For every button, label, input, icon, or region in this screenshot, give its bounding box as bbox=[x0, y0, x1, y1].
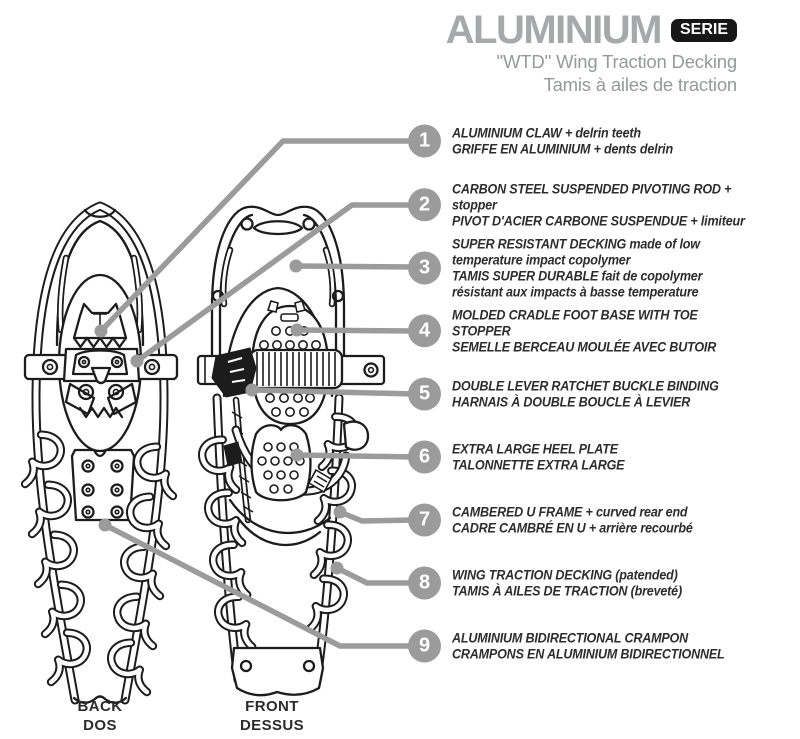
back-view-label: BACK DOS bbox=[77, 698, 123, 734]
callout-8-number: 8 bbox=[408, 566, 441, 600]
callout-3-text-en: SUPER RESISTANT DECKING made of low temp… bbox=[452, 236, 700, 268]
subtitle-english: ''WTD'' Wing Traction Decking bbox=[496, 51, 737, 72]
callout-2-number: 2 bbox=[408, 188, 441, 222]
callout-2-text-fr: PIVOT D'ACIER CARBONE SUSPENDUE + limite… bbox=[452, 213, 745, 229]
callout-7-text-en: CAMBERED U FRAME + curved rear end bbox=[452, 504, 688, 519]
callout-5-text-en: DOUBLE LEVER RATCHET BUCKLE BINDING bbox=[452, 378, 719, 393]
callout-leader-lines bbox=[98, 138, 417, 649]
subtitle-french: Tamis à ailes de traction bbox=[543, 74, 738, 95]
title-row: ALUMINIUM SERIE bbox=[446, 10, 737, 50]
callout-2-text-en: CARBON STEEL SUSPENDED PIVOTING ROD + st… bbox=[452, 181, 732, 212]
callout-3-number: 3 bbox=[408, 251, 441, 285]
callout-4-text-fr: SEMELLE BERCEAU MOULÉE AVEC BUTOIR bbox=[452, 339, 717, 355]
callout-anchor-dots bbox=[94, 259, 347, 575]
callout-3: 3 SUPER RESISTANT DECKING made of low te… bbox=[408, 237, 782, 300]
front-view-label: FRONT DESSUS bbox=[239, 698, 305, 734]
callout-2: 2 CARBON STEEL SUSPENDED PIVOTING ROD + … bbox=[408, 181, 782, 229]
callout-1-number: 1 bbox=[408, 124, 441, 158]
callout-4-number: 4 bbox=[408, 314, 441, 348]
callout-4: 4 MOLDED CRADLE FOOT BASE WITH TOE STOPP… bbox=[408, 307, 782, 355]
serie-badge: SERIE bbox=[670, 18, 737, 42]
callout-5-number: 5 bbox=[408, 377, 441, 411]
callout-6-text-fr: TALONNETTE EXTRA LARGE bbox=[452, 457, 625, 473]
callout-1-text-en: ALUMINIUM CLAW + delrin teeth bbox=[452, 125, 641, 140]
header: ALUMINIUM SERIE ''WTD'' Wing Traction De… bbox=[446, 10, 738, 96]
snowshoe-front-view-drawing bbox=[198, 205, 386, 697]
callout-3-text-fr: TAMIS SUPER DURABLE fait de copolymer ré… bbox=[452, 268, 703, 300]
callout-8-text-fr: TAMIS À AILES DE TRACTION (breveté) bbox=[452, 583, 682, 599]
callout-6-number: 6 bbox=[408, 440, 441, 474]
callout-1-text-fr: GRIFFE EN ALUMINIUM + dents delrin bbox=[452, 141, 673, 157]
callout-6-text-en: EXTRA LARGE HEEL PLATE bbox=[452, 441, 618, 456]
snowshoe-back-view-drawing bbox=[25, 201, 179, 705]
callout-7-number: 7 bbox=[408, 503, 441, 537]
callout-9-text-fr: CRAMPONS EN ALUMINIUM BIDIRECTIONNEL bbox=[452, 646, 725, 662]
callout-8: 8 WING TRACTION DECKING (patended)TAMIS … bbox=[408, 566, 782, 600]
callout-9-text-en: ALUMINIUM BIDIRECTIONAL CRAMPON bbox=[452, 630, 689, 645]
callout-8-text-en: WING TRACTION DECKING (patended) bbox=[452, 567, 678, 582]
callout-5-text-fr: HARNAIS À DOUBLE BOUCLE À LEVIER bbox=[452, 394, 691, 410]
callout-9-number: 9 bbox=[408, 629, 441, 663]
callout-7-text-fr: CADRE CAMBRÉ EN U + arrière recourbé bbox=[452, 520, 693, 536]
callout-4-text-en: MOLDED CRADLE FOOT BASE WITH TOE STOPPER bbox=[452, 307, 698, 338]
page-title: ALUMINIUM bbox=[445, 8, 663, 52]
